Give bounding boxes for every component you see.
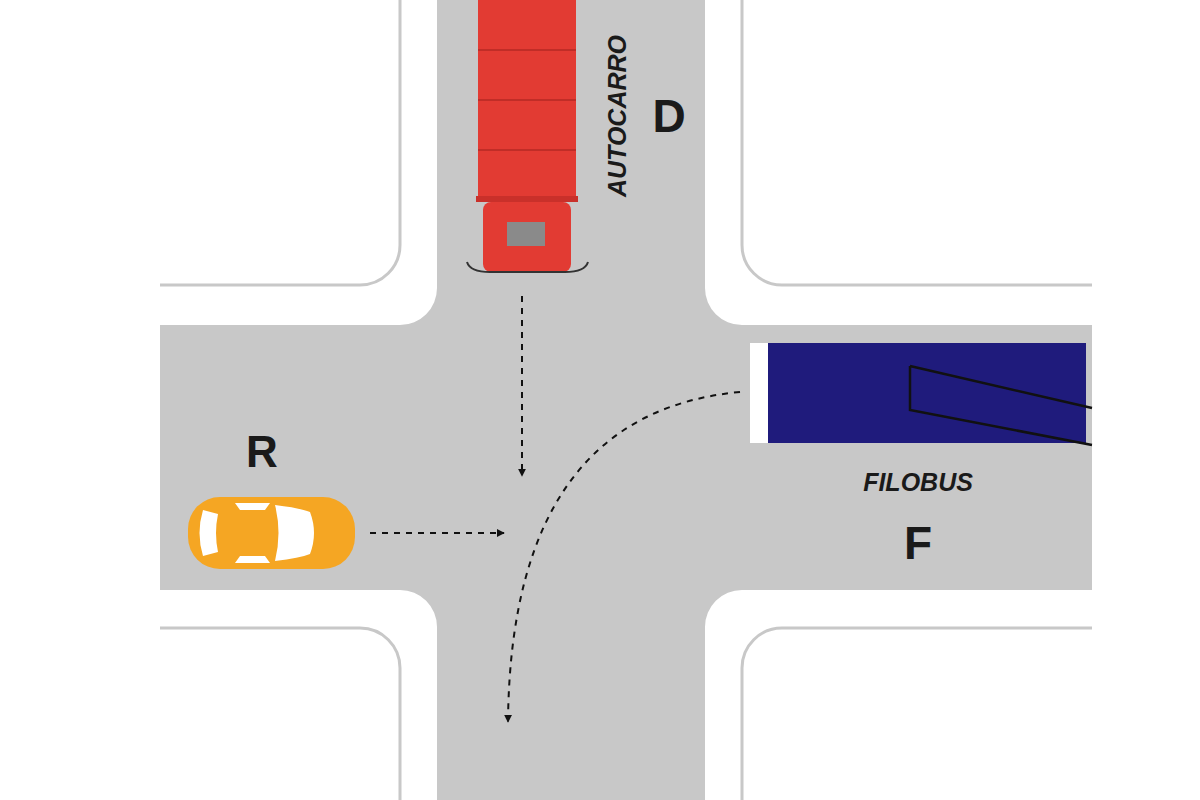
vehicle-letter: R	[246, 430, 278, 474]
trolleybus-vehicle	[750, 343, 1092, 445]
car-vehicle	[188, 497, 355, 569]
bus-vehicle	[467, 0, 588, 272]
vehicle-letter: D	[652, 93, 685, 139]
road	[160, 0, 1092, 800]
trajectory-arrow	[370, 296, 740, 722]
vehicle-letter: F	[904, 520, 932, 566]
curb	[160, 0, 1092, 800]
vehicle-name: FILOBUS	[863, 470, 973, 495]
vehicle-name: AUTOCARRO	[605, 35, 630, 197]
